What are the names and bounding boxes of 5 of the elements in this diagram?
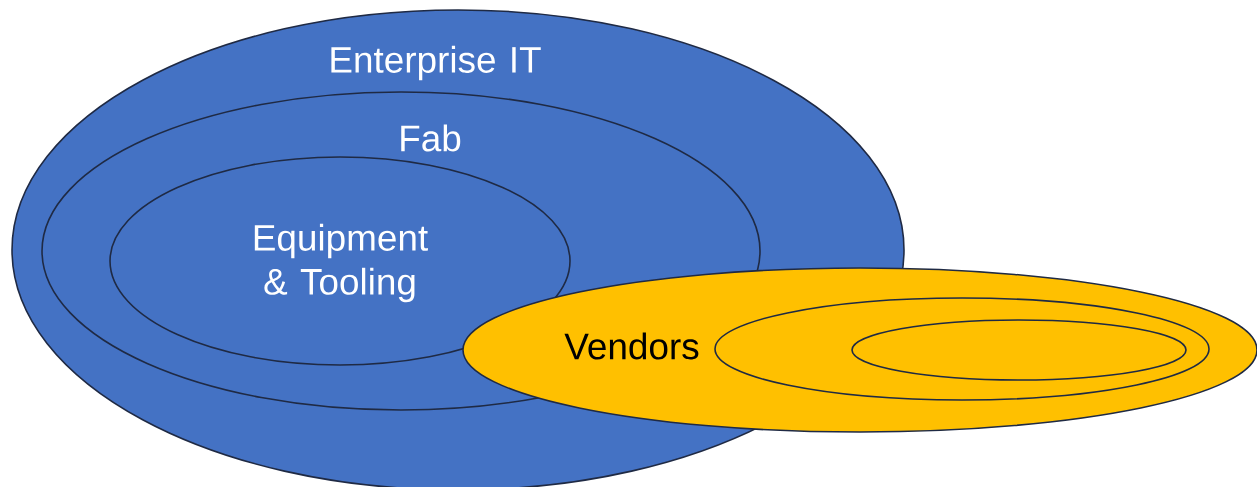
region-label: Fab [401,124,461,152]
nested-ellipse [851,319,1187,381]
region-label: Equipment & Tooling [254,223,428,303]
region-label: Vendors [564,332,699,360]
region-label: Enterprise IT [331,45,541,81]
